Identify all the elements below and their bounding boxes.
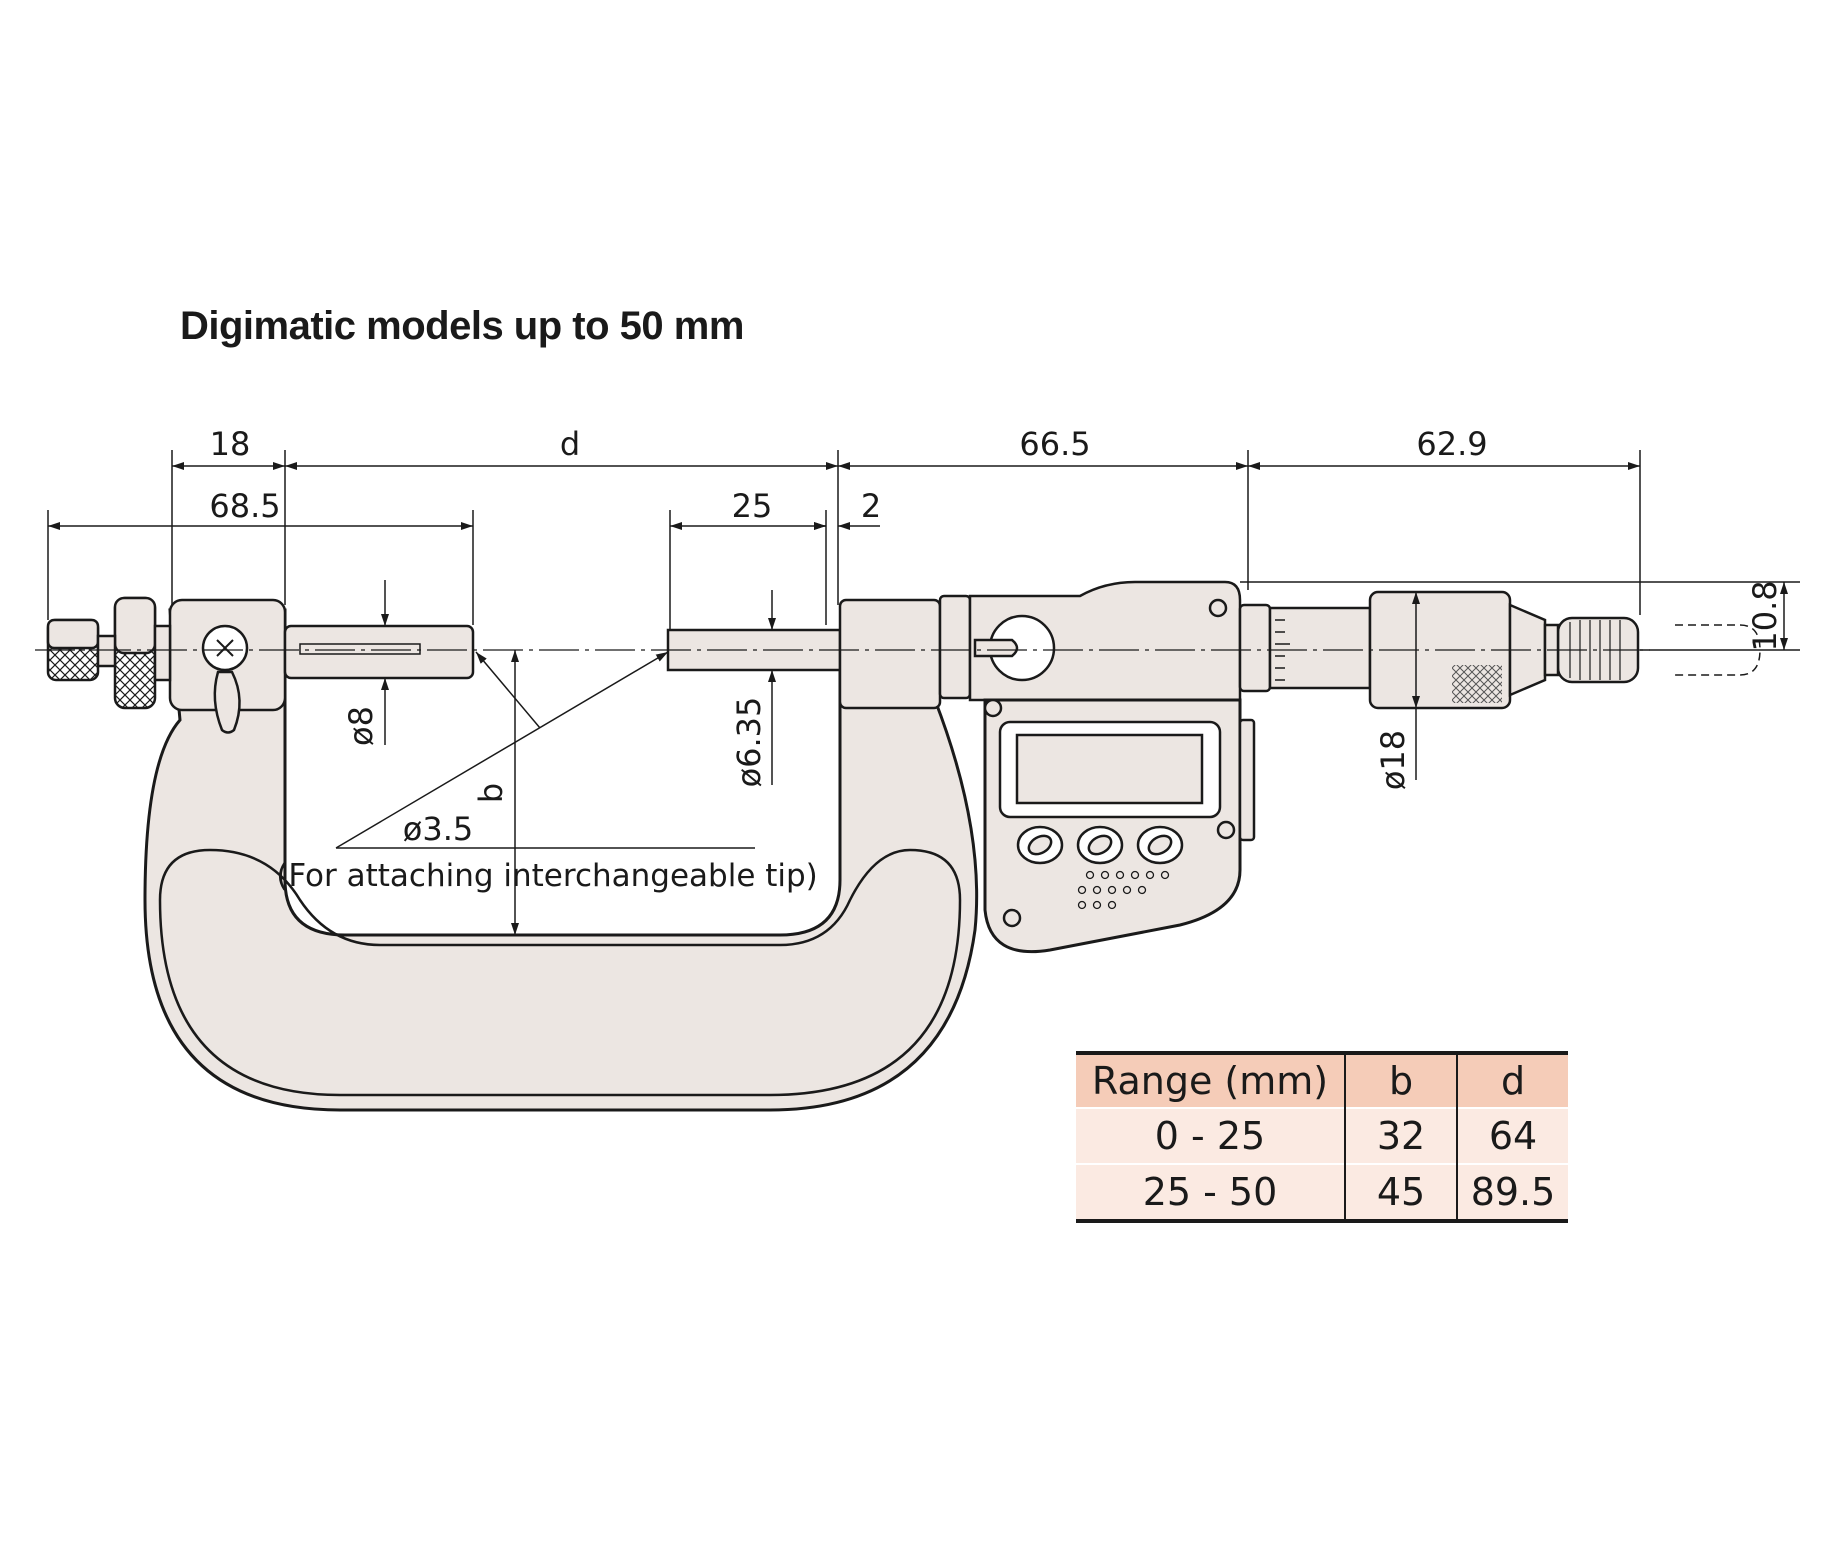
dim-10-8: 10.8 <box>1746 580 1784 651</box>
col-header-d: d <box>1456 1053 1568 1108</box>
lcd-screen <box>1015 733 1204 805</box>
dim-dia-8: ø8 <box>342 706 380 746</box>
cell-b: 45 <box>1344 1164 1457 1221</box>
sleeve <box>1238 603 1272 693</box>
clamp-pin <box>973 638 1019 658</box>
dim-2: 2 <box>861 487 881 525</box>
cell-range: 0 - 25 <box>1154 1114 1266 1158</box>
tip-note: (For attaching interchangeable tip) <box>276 858 818 894</box>
frame-inner-recess <box>158 848 962 1097</box>
col-header-b: b <box>1344 1053 1457 1108</box>
dim-25: 25 <box>732 487 773 525</box>
table-row: 0 - 25 32 64 <box>1076 1108 1568 1164</box>
dim-b: b <box>472 783 510 803</box>
frame <box>143 608 979 1112</box>
clamp-cross-icon <box>216 639 234 657</box>
cell-d: 64 <box>1456 1108 1568 1164</box>
dim-18: 18 <box>210 425 251 463</box>
table-header-row: Range (mm) b d <box>1076 1053 1568 1108</box>
dim-d: d <box>560 425 580 463</box>
cell-range: 25 - 50 <box>1142 1170 1278 1214</box>
dim-62-9: 62.9 <box>1416 425 1487 463</box>
dim-68-5: 68.5 <box>209 487 280 525</box>
spindle-housing <box>838 598 942 710</box>
dim-dia-3-5: ø3.5 <box>403 810 473 848</box>
col-header-range: Range (mm) <box>1076 1053 1345 1108</box>
phantom-ratchet <box>1675 624 1761 676</box>
display-buttons <box>1016 825 1184 865</box>
diagram-title: Digimatic models up to 50 mm <box>180 304 744 348</box>
range-table: Range (mm) b d 0 - 25 32 64 25 - 50 45 8… <box>1076 1051 1568 1223</box>
clamp-lever <box>213 670 241 734</box>
cell-b: 32 <box>1344 1108 1457 1164</box>
dim-dia-18: ø18 <box>1374 730 1412 790</box>
anvil-shaft <box>283 624 475 680</box>
dim-66-5: 66.5 <box>1019 425 1090 463</box>
cell-d: 89.5 <box>1456 1164 1568 1221</box>
speaker-grille <box>1077 870 1170 910</box>
table-row: 25 - 50 45 89.5 <box>1076 1164 1568 1221</box>
dim-dia-6-35: ø6.35 <box>730 697 768 788</box>
